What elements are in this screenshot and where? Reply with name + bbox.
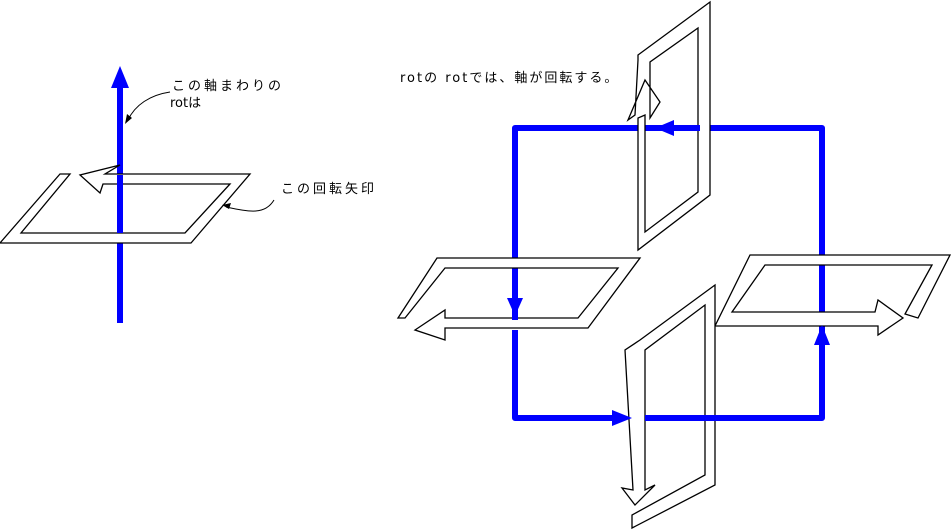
- right-rotation-loop: [713, 254, 951, 337]
- rotation-arrow-loop: [0, 164, 252, 244]
- axis-label-line2: rotは: [170, 96, 202, 111]
- axis-leader-line: [127, 91, 171, 121]
- left-arrowhead-icon: [655, 120, 674, 136]
- axis-arrowhead-icon: [111, 66, 129, 88]
- bottom-rotation-loop: [620, 283, 716, 530]
- right-caption: rotの rotでは、軸が回転する。: [400, 71, 620, 86]
- up-arrowhead-icon: [814, 325, 830, 345]
- axis-leader-arrow-icon: [125, 114, 132, 124]
- axis-label-line1: この軸まわりの: [172, 79, 285, 94]
- down-arrowhead-icon: [507, 298, 523, 316]
- axis-path-bottom-right: [645, 345, 825, 421]
- loop-leader-arrow-icon: [222, 203, 231, 209]
- right-figure: [396, 0, 951, 530]
- left-rotation-loop: [396, 257, 642, 341]
- axis-path-back: [512, 125, 825, 340]
- arrow-label: この回転矢印: [281, 182, 378, 197]
- loop-leader-line: [225, 199, 275, 212]
- axis-path-bottom-left: [512, 330, 612, 421]
- top-rotation-loop: [626, 0, 711, 252]
- right-arrowhead-icon: [612, 410, 632, 426]
- left-figure: [0, 66, 275, 323]
